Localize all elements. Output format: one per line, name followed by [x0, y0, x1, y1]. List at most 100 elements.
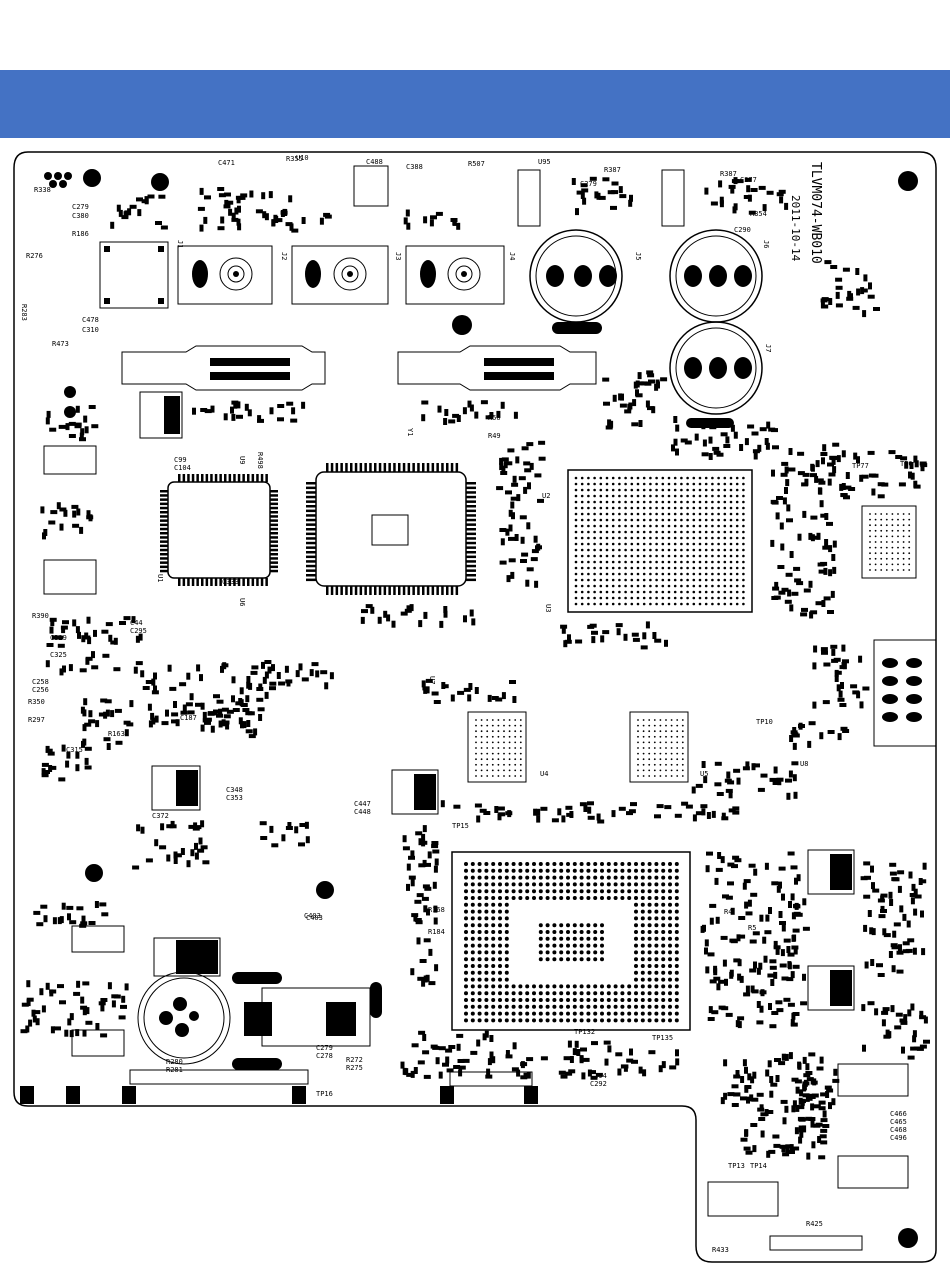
component-label: C279: [316, 1044, 333, 1052]
inductor: [153, 937, 221, 977]
component-label: R275: [346, 1064, 363, 1072]
soic-chip: [43, 445, 97, 475]
component-label: C278: [316, 1052, 333, 1060]
mount-hole: [898, 171, 918, 191]
component-label: C388: [406, 163, 423, 171]
mount-hole: [452, 315, 472, 335]
component-label: TP10: [756, 718, 773, 726]
component-label: U6: [238, 598, 246, 606]
component-label: C44: [130, 619, 143, 627]
component-label: J5: [634, 252, 642, 260]
component-label: U1: [156, 574, 164, 582]
component-label: J1: [176, 240, 184, 248]
component-label: C465: [890, 1118, 907, 1126]
din-connector: [529, 229, 623, 323]
ribbon-connector: [121, 345, 326, 391]
component-label: C353: [226, 794, 243, 802]
component-label: R276: [26, 252, 43, 260]
component-label: C466: [890, 1110, 907, 1118]
component-label: C277: [740, 176, 757, 184]
component-label: U4: [540, 770, 548, 778]
component-label: C294: [590, 1072, 607, 1080]
component-label: R50: [488, 414, 501, 422]
dot-cluster: [44, 172, 72, 188]
component-label: C488: [366, 158, 383, 166]
component-label: C448: [354, 808, 371, 816]
audio-jack: [177, 245, 273, 305]
ic-chip: [353, 165, 389, 207]
board-model-text: TLVM074-WB010: [808, 162, 823, 264]
component-label: R297: [28, 716, 45, 724]
header-connector: [661, 169, 685, 227]
component-label: U8: [800, 760, 808, 768]
audio-jack: [405, 245, 505, 305]
ribbon-connector: [397, 345, 597, 391]
din-connector: [669, 229, 763, 323]
component-label: C310: [82, 326, 99, 334]
component-label: R354: [750, 210, 767, 218]
memory-chip: [861, 505, 917, 579]
soic-chip: [71, 1029, 125, 1057]
component-label: C315: [66, 746, 83, 754]
mount-hole: [64, 386, 76, 398]
component-label: R425: [806, 1220, 823, 1228]
component-label: TP135: [652, 1034, 673, 1042]
bga-chip: [567, 469, 753, 613]
mount-hole: [85, 864, 103, 882]
component-label: R184: [428, 928, 445, 936]
header-connector: [517, 169, 541, 227]
component-label: C468: [890, 1126, 907, 1134]
component-label: C295: [130, 627, 147, 635]
component-label: C478: [82, 316, 99, 324]
component-label: J6: [762, 240, 770, 248]
component-label: C372: [152, 812, 169, 820]
component-label: U10: [296, 154, 309, 162]
component-label: R387: [720, 170, 737, 178]
component-label: R272: [346, 1056, 363, 1064]
component-label: R163: [108, 730, 125, 738]
component-label: R5: [748, 924, 756, 932]
component-label: J2: [280, 252, 288, 260]
component-label: C333: [222, 578, 239, 586]
component-label: C348: [226, 786, 243, 794]
qfp-chip-u2: [306, 463, 476, 595]
component-label: R473: [52, 340, 69, 348]
component-label: U3: [544, 604, 552, 612]
component-label: C256: [32, 686, 49, 694]
memory-chip: [467, 711, 527, 783]
component-label: C99: [174, 456, 187, 464]
component-label: R355: [286, 155, 303, 163]
component-label: R186: [72, 230, 89, 238]
mount-hole: [316, 881, 334, 899]
soic-chip: [71, 925, 125, 953]
mount-hole: [64, 406, 76, 418]
component-label: C380: [72, 212, 89, 220]
component-label: C471: [218, 159, 235, 167]
component-label: C403: [306, 914, 323, 922]
memory-chip: [629, 711, 689, 783]
component-label: C187: [180, 714, 197, 722]
component-label: C279: [72, 203, 89, 211]
component-label: TP15: [452, 822, 469, 830]
component-label: R498: [256, 452, 264, 469]
component-label: TP77: [852, 462, 869, 470]
component-label: C104: [174, 464, 191, 472]
component-label: TP13: [728, 1162, 745, 1170]
component-label: C403: [304, 912, 321, 920]
component-label: J4: [508, 252, 516, 260]
mount-hole: [151, 173, 169, 191]
component-label: R49: [488, 432, 501, 440]
component-label: R168: [428, 906, 445, 914]
component-label: TP14: [750, 1162, 767, 1170]
component-label: R387: [604, 166, 621, 174]
component-label: R507: [468, 160, 485, 168]
component-label: U95: [538, 158, 551, 166]
component-label: C290: [734, 226, 751, 234]
component-label: C496: [890, 1134, 907, 1142]
component-label: C447: [354, 800, 371, 808]
component-label: U5: [700, 770, 708, 778]
component-label: J3: [394, 252, 402, 260]
component-label: U9: [238, 456, 246, 464]
component-label: Y1: [406, 428, 414, 436]
edge-connector: [129, 1069, 309, 1085]
